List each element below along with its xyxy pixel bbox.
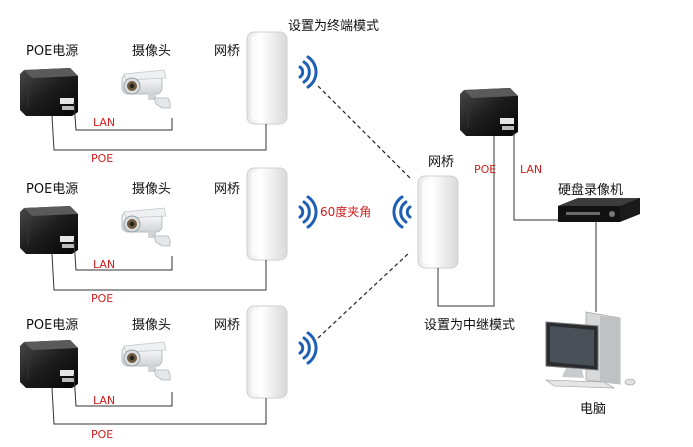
poe-cable [51,253,267,291]
bridge-icon [417,175,459,269]
poe-power-label: POE电源 [26,44,79,59]
bridge-icon [246,167,288,261]
angle-note: 60度夹角 [320,205,372,219]
row-2 [19,167,318,291]
bridge-label: 网桥 [214,44,241,59]
bridge-icon [246,305,288,399]
wifi-signal-icon [392,195,412,229]
wifi-signal-icon [298,331,318,365]
bridge-label: 网桥 [214,318,241,333]
lan-cable [73,101,173,131]
poe-label: POE [91,152,114,165]
camera-icon [121,341,171,381]
camera-label: 摄像头 [132,318,172,333]
relay-bridge [392,87,519,307]
camera-label: 摄像头 [132,44,172,59]
lan-cable [513,132,558,221]
poe-label: POE [91,428,114,441]
poe-power-label: POE电源 [26,182,79,197]
camera-icon [121,69,171,109]
poe-cable [437,132,495,307]
wireless-link [317,251,411,339]
lan-cable [73,373,173,407]
poe-power-icon [459,87,519,137]
terminal-mode-note: 设置为终端模式 [288,19,380,34]
lan-label: LAN [93,258,116,271]
pc-label: 电脑 [580,402,607,417]
pc-icon [545,311,636,389]
bridge-label: 网桥 [214,182,241,197]
nvr-label: 硬盘录像机 [558,183,624,198]
row-1 [19,31,318,151]
center-poe-label: POE [474,163,497,176]
center-lan-label: LAN [520,163,543,176]
poe-power-label: POE电源 [26,318,79,333]
camera-label: 摄像头 [132,182,172,197]
poe-power-icon [19,67,79,117]
lan-label: LAN [93,394,116,407]
relay-bridge-label: 网桥 [428,155,455,170]
wifi-signal-icon [298,195,318,229]
poe-cable [51,387,267,425]
lan-label: LAN [93,116,116,129]
poe-cable [51,115,267,151]
camera-icon [121,207,171,247]
bridge-icon [246,31,288,125]
row-3 [19,305,318,425]
wireless-link [317,85,411,179]
nvr-icon [558,198,640,222]
poe-power-icon [19,339,79,389]
poe-power-icon [19,205,79,255]
relay-mode-note: 设置为中继模式 [424,318,516,333]
poe-label: POE [91,292,114,305]
lan-cable [73,239,173,271]
wifi-signal-icon [298,55,318,89]
